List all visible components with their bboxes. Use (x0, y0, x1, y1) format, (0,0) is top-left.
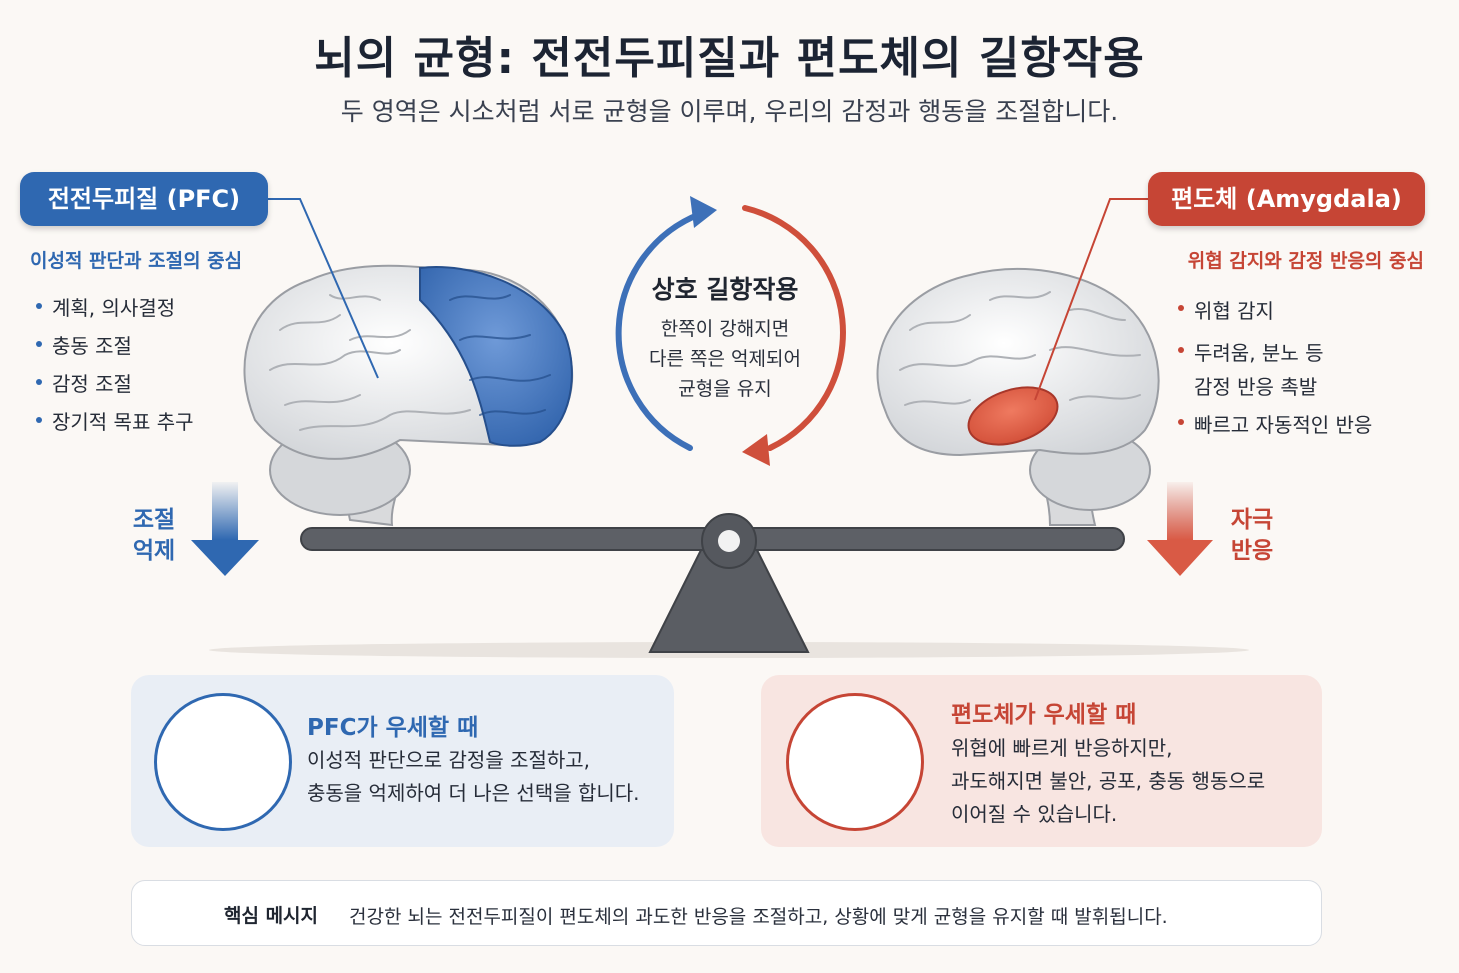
amygdala-arrow-label: 자극 반응 (1216, 505, 1288, 567)
key-message-text: 건강한 뇌는 전전두피질이 편도체의 과도한 반응을 조절하고, 상황에 맞게 … (349, 906, 1168, 928)
amygdala-arrow-label-line: 반응 (1230, 538, 1274, 564)
cycle-title: 상호 길항작용 (651, 275, 799, 304)
pfc-dominant-title: PFC가 우세할 때 (307, 715, 479, 741)
cycle-description: 한쪽이 강해지면 다른 쪽은 억제되어 균형을 유지 (605, 314, 845, 404)
amygdala-dominant-title: 편도체가 우세할 때 (951, 702, 1137, 728)
card-text-line: 이어질 수 있습니다. (951, 802, 1118, 826)
pfc-leader-line (266, 198, 379, 379)
key-message-box (131, 880, 1322, 946)
list-item: 위협 감지 (1176, 294, 1372, 332)
regulate-down-arrow (191, 482, 259, 576)
seesaw (300, 513, 1125, 653)
amygdala-role: 위협 감지와 감정 반응의 중심 (1187, 250, 1424, 272)
amygdala-brain-illustration (876, 267, 1160, 526)
cycle-description-line: 한쪽이 강해지면 (660, 318, 790, 340)
list-item: 장기적 목표 추구 (34, 406, 194, 444)
seesaw-pivot-center (718, 530, 740, 552)
list-item: 감정 조절 (34, 368, 194, 406)
list-item: 계획, 의사결정 (34, 292, 194, 330)
cycle-description-line: 균형을 유지 (678, 378, 772, 400)
pfc-arrow-label-line: 억제 (132, 538, 176, 564)
pfc-role: 이성적 판단과 조절의 중심 (30, 250, 243, 272)
key-message-label: 핵심 메시지 (224, 905, 319, 927)
list-item: 빠르고 자동적인 반응 (1176, 408, 1372, 446)
stimulus-down-arrow (1147, 482, 1213, 576)
card-text-line: 위협에 빠르게 반응하지만, (951, 736, 1173, 760)
card-text-line: 충동을 억제하여 더 나은 선택을 합니다. (307, 781, 640, 805)
page-title: 뇌의 균형: 전전두피질과 편도체의 길항작용 (314, 33, 1145, 84)
amygdala-function-list: 위협 감지 두려움, 분노 등 감정 반응 촉발 빠르고 자동적인 반응 (1176, 294, 1372, 450)
list-item: 두려움, 분노 등 감정 반응 촉발 (1176, 336, 1372, 404)
amygdala-dominant-text: 위협에 빠르게 반응하지만, 과도해지면 불안, 공포, 충동 행동으로 이어질… (951, 732, 1265, 831)
amygdala-arrow-label-line: 자극 (1230, 507, 1274, 533)
pfc-dominant-text: 이성적 판단으로 감정을 조절하고, 충동을 억제하여 더 나은 선택을 합니다… (307, 744, 640, 810)
card-text-line: 이성적 판단으로 감정을 조절하고, (307, 748, 591, 772)
cycle-description-line: 다른 쪽은 억제되어 (649, 348, 801, 370)
amygdala-label-pill: 편도체 (Amygdala) (1148, 172, 1425, 226)
amygdala-highlight (967, 386, 1059, 446)
list-item: 충동 조절 (34, 330, 194, 368)
calm-avatar-frame (154, 693, 292, 831)
antagonism-cycle-arrows (615, 196, 846, 466)
anxious-avatar-frame (786, 693, 924, 831)
amygdala-leader-line (1034, 198, 1148, 401)
card-text-line: 과도해지면 불안, 공포, 충동 행동으로 (951, 769, 1266, 793)
pfc-label-pill: 전전두피질 (PFC) (20, 172, 268, 226)
page-subtitle: 두 영역은 시소처럼 서로 균형을 이루며, 우리의 감정과 행동을 조절합니다… (340, 97, 1119, 126)
pfc-arrow-label: 조절 억제 (118, 505, 190, 567)
pfc-function-list: 계획, 의사결정 충동 조절 감정 조절 장기적 목표 추구 (34, 292, 194, 444)
pfc-brain-illustration (243, 264, 574, 527)
pfc-arrow-label-line: 조절 (132, 507, 176, 533)
